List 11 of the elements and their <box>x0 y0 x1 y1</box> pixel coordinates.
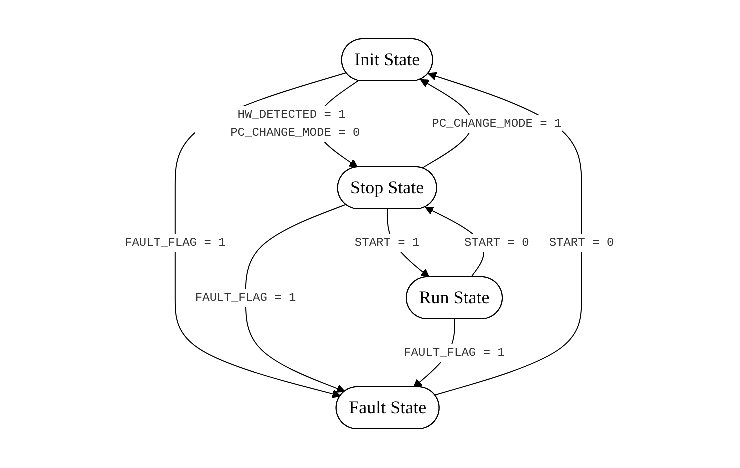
arrow <box>246 204 347 393</box>
edge-label: HW_DETECTED = 1 PC_CHANGE_MODE = 0 <box>231 108 361 140</box>
edge-label: PC_CHANGE_MODE = 1 <box>432 117 562 131</box>
edge-label: START = 0 <box>550 236 615 250</box>
edge-label: FAULT_FLAG = 1 <box>196 291 297 305</box>
arrow <box>175 72 348 398</box>
edge-label: FAULT_FLAG = 1 <box>404 346 506 360</box>
edge-label: FAULT_FLAG = 1 <box>125 236 226 250</box>
edge-label: START = 0 <box>464 236 530 250</box>
edge-label: START = 1 <box>355 236 420 250</box>
arrow <box>428 72 583 396</box>
